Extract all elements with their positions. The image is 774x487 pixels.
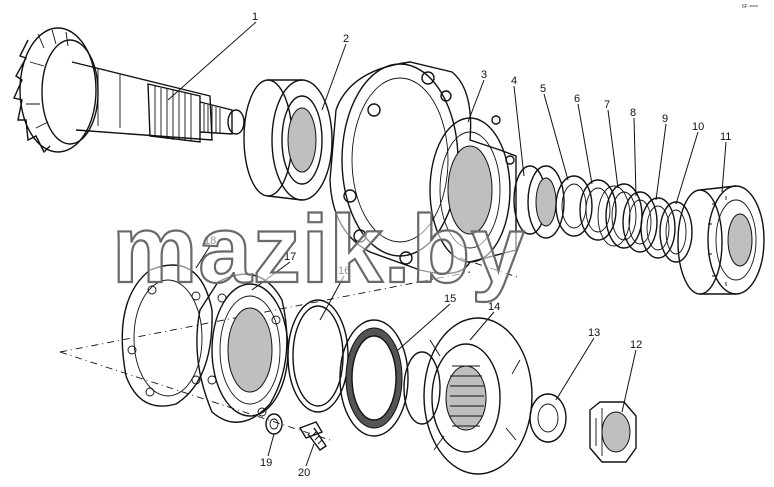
- callout-14: 14: [488, 301, 500, 313]
- part-2-bearing: [243, 79, 333, 201]
- callout-15: 15: [444, 293, 456, 305]
- callout-13: 13: [588, 327, 600, 339]
- callout-6: 6: [574, 93, 580, 105]
- part-18-gasket: [121, 264, 213, 407]
- part-10-ring: [659, 201, 693, 263]
- callout-7: 7: [604, 99, 610, 111]
- part-8-shim: [622, 191, 658, 253]
- callout-5: 5: [540, 83, 546, 95]
- callout-2: 2: [343, 33, 349, 45]
- part-1-pinion-shaft: [13, 27, 245, 154]
- corner-mark: 6F ===: [742, 4, 758, 10]
- part-16-o-ring: [287, 299, 349, 413]
- callout-9: 9: [662, 113, 668, 125]
- leader-lines: [167, 21, 727, 467]
- callout-11: 11: [720, 131, 731, 143]
- part-14-flange: [403, 317, 533, 475]
- part-3-housing: [329, 61, 517, 275]
- callout-10: 10: [692, 121, 704, 133]
- callout-4: 4: [511, 75, 517, 87]
- part-19-lock-washer: [265, 413, 283, 435]
- callout-16: 16: [338, 265, 350, 277]
- part-11-roller-bearing: [677, 185, 765, 295]
- part-13-washer: [529, 393, 567, 443]
- callout-8: 8: [630, 107, 636, 119]
- callout-20: 20: [298, 467, 310, 479]
- part-15-seal: [339, 319, 409, 437]
- part-9-shim: [640, 197, 676, 259]
- axis-lines: [59, 257, 521, 441]
- callout-12: 12: [630, 339, 642, 351]
- callout-3: 3: [481, 69, 487, 81]
- part-20-bolt: [298, 421, 327, 451]
- watermark: mazik.by: [112, 196, 526, 303]
- part-6-shim: [579, 179, 617, 241]
- callout-numbers: 1 2 3 4 5 6 7 8 9 10 11 12 13 14 15 16 1…: [204, 11, 731, 479]
- part-12-nut: [589, 401, 637, 463]
- callout-1: 1: [252, 11, 258, 23]
- part-4-bearing-cup: [513, 165, 565, 239]
- callout-17: 17: [284, 251, 296, 263]
- callout-19: 19: [260, 457, 272, 469]
- callout-18: 18: [204, 235, 216, 247]
